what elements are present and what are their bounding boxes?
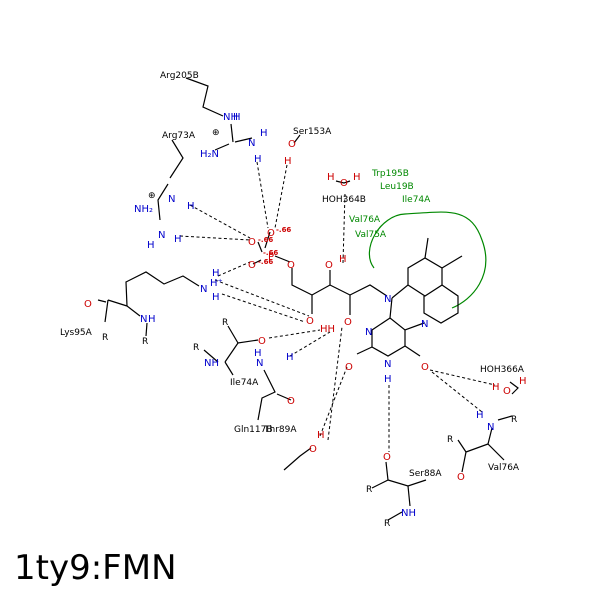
atom-h: H — [492, 382, 500, 393]
residue-hoh364b-label: HOH364B — [322, 195, 366, 205]
residue-hoh366a-label: HOH366A — [480, 365, 525, 375]
atom-h: H — [476, 410, 484, 421]
hydrophobic-label-3: Ile74A — [402, 195, 431, 205]
atom-o: O — [267, 228, 275, 239]
residue-ser88a-label: Ser88A — [409, 469, 442, 479]
hydrophobic-label-4: Val76A — [349, 215, 381, 225]
atom-o: O — [383, 452, 391, 463]
atom-h: H — [317, 430, 325, 441]
atom-r: R — [142, 337, 148, 347]
atom-o: O — [344, 317, 352, 328]
atom-h: H — [286, 352, 294, 363]
atom-hh: HH — [320, 324, 335, 335]
atom-r: R — [102, 333, 108, 343]
residue-gln117b-label: Gln117B — [234, 425, 273, 435]
atom-n: N — [384, 359, 391, 370]
atom-n: N — [365, 327, 372, 338]
residue-ile74a-label: Ile74A — [230, 378, 259, 388]
atom-o: O — [287, 260, 295, 271]
atom-o: O — [345, 362, 353, 373]
atom-h-plus: H⁺ — [210, 278, 223, 289]
atom-n: N — [421, 319, 428, 330]
atom-o: O — [84, 299, 92, 310]
atom-n: NH — [223, 112, 238, 123]
hydrophobic-label-2: Leu19B — [380, 182, 414, 192]
bonds — [97, 77, 519, 521]
atom-h: H — [212, 292, 220, 303]
atom-h: H — [353, 172, 361, 183]
residue-lys95a-label: Lys95A — [60, 328, 93, 338]
atom-o: O — [248, 237, 256, 248]
atom-o: O — [325, 260, 333, 271]
atom-r: R — [511, 415, 517, 425]
atom-h: H — [254, 348, 262, 359]
atom-n: N — [487, 422, 494, 433]
atom-h: H — [212, 268, 220, 279]
page-title: 1ty9:FMN — [14, 548, 177, 588]
atom-r: R — [384, 519, 390, 529]
atom-nh2: NH₂ — [134, 204, 153, 215]
residue-arg73a-label: Arg73A — [162, 131, 196, 141]
atom-h: H — [148, 314, 156, 325]
residue-ser153a-label: Ser153A — [293, 127, 332, 137]
atom-n: N — [140, 314, 147, 325]
atom-h: H — [187, 201, 195, 212]
atom-h: H — [260, 128, 268, 139]
atom-r: R — [366, 485, 372, 495]
atom-h: H — [174, 234, 182, 245]
atom-h: H — [384, 374, 392, 385]
charge-label: -.66 — [276, 226, 291, 234]
atom-h2n: H₂N — [200, 149, 219, 160]
atom-n: N — [384, 294, 391, 305]
atom-o: O — [309, 444, 317, 455]
positive-charge-icon: ⊕ — [148, 191, 156, 201]
atom-r: R — [222, 318, 228, 328]
atom-h: H — [147, 240, 155, 251]
hydrophobic-label-1: Trp195B — [371, 169, 409, 179]
atom-nh: NH — [204, 358, 219, 369]
hydrophobic-contact-arc — [368, 211, 487, 309]
atom-r: R — [447, 435, 453, 445]
atom-o: O — [457, 472, 465, 483]
atom-o: O — [340, 178, 348, 189]
hydrophobic-label-5: Val75A — [355, 230, 387, 240]
atom-n: N — [248, 138, 255, 149]
atom-h: H — [339, 254, 347, 265]
atom-o: O — [306, 316, 314, 327]
residue-arg205b-label: Arg205B — [160, 71, 199, 81]
atom-n: N — [200, 284, 207, 295]
atom-h: H — [284, 156, 292, 167]
atom-o: O — [421, 362, 429, 373]
atom-r: R — [193, 343, 199, 353]
atom-n: N — [168, 194, 175, 205]
positive-charge-icon: ⊕ — [212, 128, 220, 138]
atom-h: H — [327, 172, 335, 183]
atom-n: N — [158, 230, 165, 241]
atom-o: O — [288, 139, 296, 150]
atom-o: O — [258, 336, 266, 347]
atom-p: P — [268, 252, 274, 263]
hydrogen-bonds — [179, 161, 496, 452]
charge-label: -.66 — [258, 236, 273, 244]
atom-h: H — [254, 154, 262, 165]
residue-val76a-label: Val76A — [488, 463, 520, 473]
atom-o: O — [248, 260, 256, 271]
charge-label: -.66 — [258, 258, 273, 266]
atom-o: O — [503, 386, 511, 397]
atom-h: H — [233, 112, 241, 123]
atom-o: O — [287, 396, 295, 407]
atom-nh: NH — [401, 508, 416, 519]
charge-label: -.66 — [263, 249, 278, 257]
residue-thr89a-label: Thr89A — [263, 425, 297, 435]
atom-h: H — [519, 376, 527, 387]
atom-n: N — [256, 358, 263, 369]
